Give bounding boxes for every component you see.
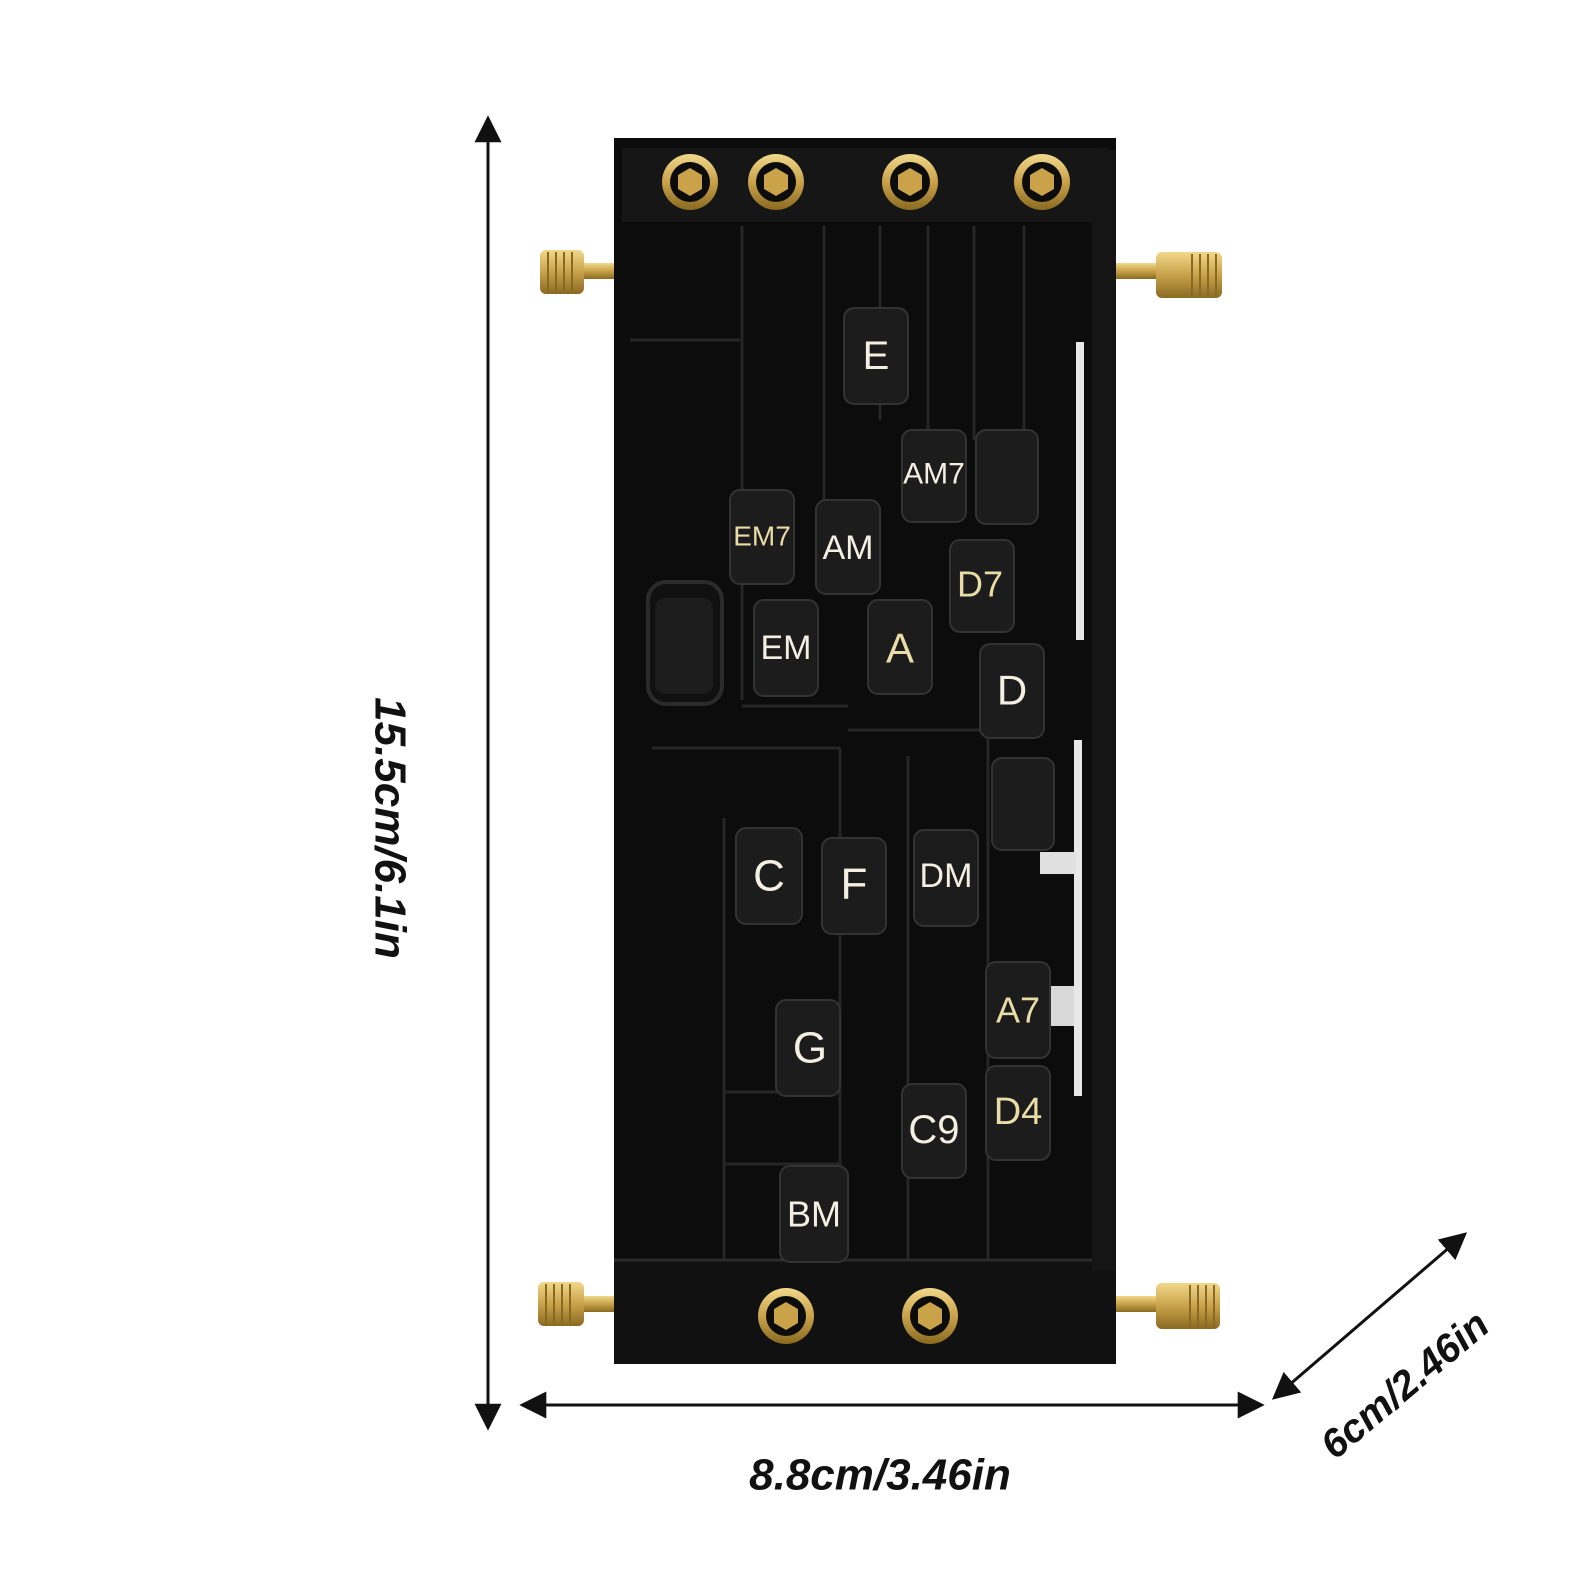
brass-thumb-screw-top-right	[1115, 252, 1222, 298]
hex-screw-top-2	[748, 154, 804, 210]
chord-key-d7[interactable]: D7	[949, 539, 1015, 633]
chord-key-em[interactable]: EM	[753, 599, 819, 697]
chord-key-dm[interactable]: DM	[913, 829, 979, 927]
chord-key-d4[interactable]: D4	[985, 1065, 1051, 1161]
chord-key-label: AM	[823, 529, 874, 567]
chord-key-a[interactable]: A	[867, 599, 933, 695]
chord-key-label: G	[793, 1024, 827, 1073]
width-dimension-label: 8.8cm/3.46in	[749, 1451, 1011, 1500]
chord-key-label: AM7	[903, 458, 965, 491]
chord-key-label: C	[753, 852, 785, 901]
chord-key-e[interactable]: E	[843, 307, 909, 405]
chord-key-label: EM7	[733, 521, 791, 552]
chord-key-c[interactable]: C	[735, 827, 803, 925]
chord-key-em7[interactable]: EM7	[729, 489, 795, 585]
chord-key-label: DM	[920, 857, 973, 895]
hex-screw-top-3	[882, 154, 938, 210]
chord-key-label: A7	[996, 990, 1040, 1031]
chord-key-am7[interactable]: AM7	[901, 429, 967, 523]
hex-screw-top-1	[662, 154, 718, 210]
chord-key-label: BM	[787, 1194, 841, 1235]
chord-key-g[interactable]: G	[775, 999, 841, 1097]
chord-key-f[interactable]: F	[821, 837, 887, 935]
chord-key-a7[interactable]: A7	[985, 961, 1051, 1059]
blank-key[interactable]	[975, 429, 1039, 525]
chord-key-label: A	[886, 625, 914, 672]
brass-thumb-screw-bottom-left	[538, 1282, 622, 1326]
hex-screw-bottom-2	[902, 1288, 958, 1344]
hex-screw-top-4	[1014, 154, 1070, 210]
chord-key-label: F	[841, 860, 868, 909]
chord-key-label: EM	[761, 629, 812, 667]
height-dimension-label: 15.5cm/6.1in	[366, 697, 415, 959]
chord-key-label: C9	[908, 1108, 959, 1152]
chord-key-am[interactable]: AM	[815, 499, 881, 595]
chord-key-label: E	[863, 334, 890, 378]
chord-key-label: D	[997, 667, 1027, 714]
blank-key[interactable]	[991, 757, 1055, 851]
chord-key-label: D7	[957, 564, 1003, 605]
chord-key-bm[interactable]: BM	[779, 1165, 849, 1263]
chord-key-label: D4	[994, 1091, 1043, 1133]
brass-thumb-screw-top-left	[540, 250, 622, 294]
hex-screw-bottom-1	[758, 1288, 814, 1344]
chord-key-c9[interactable]: C9	[901, 1083, 967, 1179]
depth-dimension-arrow	[1271, 1232, 1468, 1400]
depth-dimension-label: 6cm/2.46in	[1313, 1302, 1498, 1467]
brass-thumb-screw-bottom-right	[1115, 1283, 1220, 1329]
chord-key-d[interactable]: D	[979, 643, 1045, 739]
